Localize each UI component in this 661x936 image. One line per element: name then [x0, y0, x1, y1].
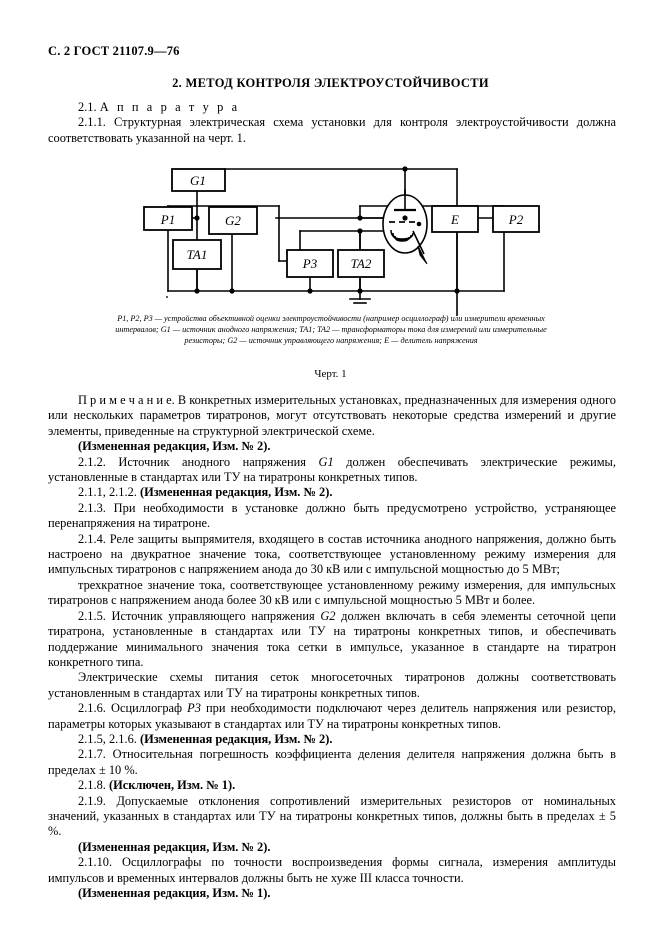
p215-symbol-g2: G2	[320, 608, 336, 623]
paragraph-2-1-5-2-1-6-revision: 2.1.5, 2.1.6. (Измененная редакция, Изм.…	[48, 732, 616, 747]
paragraph-2-1-10: 2.1.10. Осциллографы по точности воспрои…	[48, 855, 616, 885]
paragraph-2-1-1-2-1-2-revision: 2.1.1, 2.1.2. (Измененная редакция, Изм.…	[48, 485, 616, 500]
p216-text-b: при необходимости подключают через делит…	[48, 701, 616, 731]
block-label-TA1: TA1	[187, 247, 208, 262]
junction-dots	[194, 166, 460, 294]
paragraph-2-1-4: 2.1.4. Реле защиты выпрямителя, входящег…	[48, 531, 616, 577]
thyratron-tube-symbol	[382, 194, 428, 265]
block-P3	[286, 249, 334, 278]
revision-note-1: (Измененная редакция, Изм. № 1).	[78, 886, 271, 900]
note-text: П р и м е ч а н и е. В конкретных измери…	[48, 393, 616, 438]
block-P2	[492, 205, 540, 233]
paragraph-2-1-9: 2.1.9. Допускаемые отклонения сопротивле…	[48, 793, 616, 839]
paragraph-2-1-3: 2.1.3. При необходимости в установке дол…	[48, 500, 616, 531]
clause-numbers-211-212: 2.1.1, 2.1.2.	[78, 485, 140, 500]
p215-text-a: Источник управляющего напряжения	[105, 608, 321, 623]
paragraph-2-1-7: 2.1.7. Относительная погрешность коэффиц…	[48, 747, 616, 777]
block-label-P3: P3	[302, 256, 318, 271]
block-TA1	[172, 239, 222, 270]
p215-text-b: должен включать в себя элементы сеточной…	[48, 608, 616, 669]
apparatus-heading: А п п а р а т у р а	[99, 100, 240, 114]
block-label-G1: G1	[190, 173, 206, 188]
paragraph-2-1-apparatus: 2.1. А п п а р а т у р а	[48, 100, 616, 115]
revision-note-2a: (Измененная редакция, Изм. № 2).	[78, 439, 271, 454]
main-text-block: П р и м е ч а н и е. В конкретных измери…	[48, 393, 616, 901]
paragraph-2-1-6: 2.1.6. Осциллограф P3 при необходимости …	[48, 701, 616, 732]
p212-symbol-g1: G1	[318, 454, 334, 469]
block-label-P2: P2	[508, 212, 524, 227]
block-G2	[208, 206, 258, 235]
paragraph-2-1-5-continued: Электрические схемы питания сеток многос…	[48, 670, 616, 700]
p216-symbol-p3: P3	[187, 701, 201, 716]
clause-number-2-1-5: 2.1.5.	[78, 608, 106, 623]
block-G1	[171, 168, 226, 192]
p212-text-b: должен обеспечивать электрические режимы…	[48, 454, 616, 485]
block-TA2	[337, 249, 385, 278]
figure-caption: P1, P2, P3 — устройства объективной оцен…	[42, 314, 620, 346]
clause-numbers-215-216: 2.1.5, 2.1.6.	[78, 731, 140, 746]
figure-caption-line-1: P1, P2, P3 — устройства объективной оцен…	[117, 314, 545, 323]
section-title: 2. МЕТОД КОНТРОЛЯ ЭЛЕКТРОУСТОЙЧИВОСТИ	[172, 76, 489, 90]
page-header: С. 2 ГОСТ 21107.9—76	[48, 44, 180, 58]
p216-text-a: Осциллограф	[105, 701, 188, 716]
revision-note-2b: (Измененная редакция, Изм. № 2).	[78, 839, 271, 854]
paragraph-2-1-5: 2.1.5. Источник управляющего напряжения …	[48, 609, 616, 671]
paragraph-2-1-4-continued: трехкратное значение тока, соответствующ…	[48, 577, 616, 608]
figure-caption-line-2: интервалов; G1 — источник анодного напря…	[115, 324, 547, 334]
block-label-P1: P1	[160, 212, 175, 227]
figure-circuit-diagram: G1 P1 G2 E P2 TA1 P3 TA2	[0, 146, 661, 316]
revision-label-211-212: (Измененная редакция, Изм. № 2).	[139, 485, 333, 500]
block-label-TA2: TA2	[351, 256, 372, 271]
block-label-G2: G2	[225, 213, 241, 228]
p212-text-a: Источник анодного напряжения	[105, 454, 319, 469]
intro-text-block: 2.1. А п п а р а т у р а 2.1.1. Структур…	[48, 100, 616, 146]
paragraph-2-1-1: 2.1.1. Структурная электрическая схема у…	[48, 115, 616, 145]
paragraph-2-1-8: 2.1.8. (Исключен, Изм. № 1).	[48, 778, 616, 793]
revision-label-215-216: (Измененная редакция, Изм. № 2).	[139, 731, 333, 746]
figure-caption-line-3: резисторы; G2 — источник управляющего на…	[184, 335, 478, 345]
excluded-label-218: (Исключен, Изм. № 1).	[108, 778, 236, 793]
circuit-diagram-svg: G1 P1 G2 E P2 TA1 P3 TA2	[143, 166, 540, 316]
block-P1	[143, 206, 193, 231]
figure-number: Черт. 1	[314, 368, 347, 380]
block-label-E: E	[450, 212, 459, 227]
clause-number-2-1: 2.1.	[78, 100, 97, 114]
paragraph-note: П р и м е ч а н и е. В конкретных измери…	[48, 393, 616, 439]
clause-number-2-1-8: 2.1.8.	[78, 778, 109, 793]
clause-number-2-1-2: 2.1.2.	[78, 454, 106, 469]
paragraph-2-1-2: 2.1.2. Источник анодного напряжения G1 д…	[48, 455, 616, 486]
clause-number-2-1-6: 2.1.6.	[78, 701, 106, 716]
block-E	[431, 205, 479, 233]
